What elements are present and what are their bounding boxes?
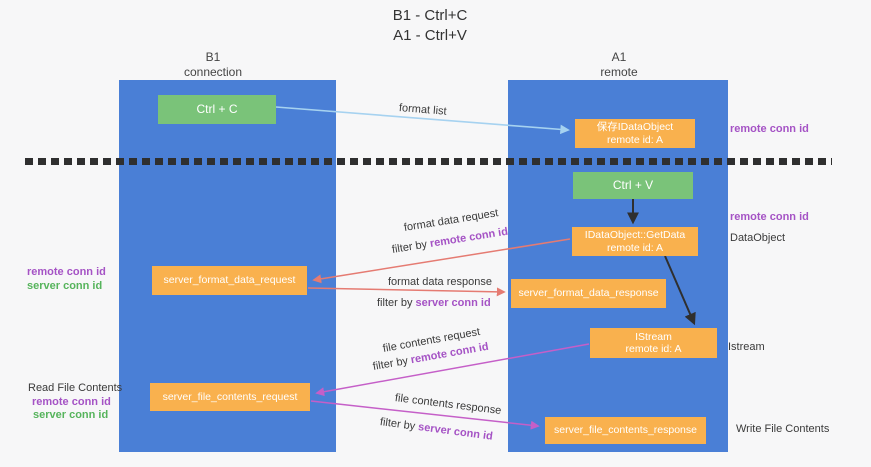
- lane-left-title: B1: [205, 50, 221, 64]
- right-annotation-write-file-contents: Write File Contents: [736, 423, 830, 435]
- filter-prefix: filter by: [371, 354, 409, 373]
- node-ctrl-v-label: Ctrl + V: [612, 178, 654, 193]
- remote-conn-id-label: remote conn id: [32, 395, 111, 408]
- lane-right-subtitle: remote: [600, 65, 638, 79]
- node-istream: IStream remote id: A: [590, 328, 717, 358]
- node-server-file-contents-request-label: server_file_contents_request: [162, 390, 298, 403]
- filter-key-server-conn-id: server conn id: [417, 421, 494, 443]
- node-istream-line2: remote id: A: [625, 343, 682, 355]
- node-server-file-contents-response-label: server_file_contents_response: [553, 424, 697, 437]
- node-save-idataobject: 保存IDataObject remote id: A: [575, 119, 695, 148]
- node-idataobject-getdata-line2: remote id: A: [606, 241, 664, 254]
- node-ctrl-c: Ctrl + C: [158, 95, 276, 124]
- filter-key-remote-conn-id: remote conn id: [429, 225, 509, 250]
- node-server-file-contents-response: server_file_contents_response: [545, 417, 706, 444]
- right-annotation-remote-conn-id-mid: remote conn id: [730, 211, 809, 223]
- lane-header-right: A1 remote: [549, 50, 689, 80]
- label-format-data-response: format data response: [388, 276, 492, 288]
- node-ctrl-c-label: Ctrl + C: [196, 102, 238, 117]
- dashed-separator: [25, 158, 832, 165]
- label-format-list: format list: [398, 102, 448, 118]
- left-annotation-file-group: Read File Contents remote conn id server…: [28, 382, 122, 423]
- filter-prefix: filter by: [377, 297, 413, 309]
- label-file-contents-response-filter: filter byserver conn id: [379, 416, 493, 443]
- read-file-contents-label: Read File Contents: [28, 382, 123, 394]
- label-file-contents-response: file contents response: [394, 392, 502, 417]
- lane-left-subtitle: connection: [183, 65, 243, 79]
- remote-conn-id-label: remote conn id: [27, 266, 106, 278]
- diagram-title: B1 - Ctrl+C A1 - Ctrl+V: [330, 6, 530, 46]
- server-conn-id-label: server conn id: [27, 279, 103, 292]
- node-server-file-contents-request: server_file_contents_request: [150, 383, 310, 411]
- title-line-2: A1 - Ctrl+V: [393, 27, 467, 44]
- node-idataobject-getdata: IDataObject::GetData remote id: A: [572, 227, 698, 256]
- node-server-format-data-request-label: server_format_data_request: [163, 274, 296, 287]
- node-idataobject-getdata-line1: IDataObject::GetData: [584, 229, 686, 241]
- node-save-idataobject-line1: 保存IDataObject: [596, 121, 674, 133]
- node-istream-line1: IStream: [635, 330, 672, 343]
- left-annotation-format-group: remote conn id server conn id: [27, 266, 106, 293]
- arrow-format-data-response: [307, 287, 506, 297]
- node-ctrl-v: Ctrl + V: [573, 172, 693, 199]
- filter-prefix: filter by: [379, 416, 416, 433]
- right-annotation-remote-conn-id-top: remote conn id: [730, 123, 809, 135]
- node-save-idataobject-line2: remote id: A: [606, 133, 664, 146]
- lane-right-title: A1: [611, 50, 627, 64]
- right-annotation-dataobject: DataObject: [730, 232, 786, 244]
- right-annotation-istream: Istream: [728, 341, 765, 353]
- filter-prefix: filter by: [391, 238, 428, 256]
- title-line-1: B1 - Ctrl+C: [392, 7, 468, 24]
- server-conn-id-label: server conn id: [33, 409, 109, 421]
- node-server-format-data-response: server_format_data_response: [511, 279, 666, 308]
- filter-key-server-conn-id: server conn id: [415, 297, 491, 309]
- node-server-format-data-request: server_format_data_request: [152, 266, 307, 295]
- node-server-format-data-response-label: server_format_data_response: [518, 287, 659, 300]
- lane-header-left: B1 connection: [143, 50, 283, 80]
